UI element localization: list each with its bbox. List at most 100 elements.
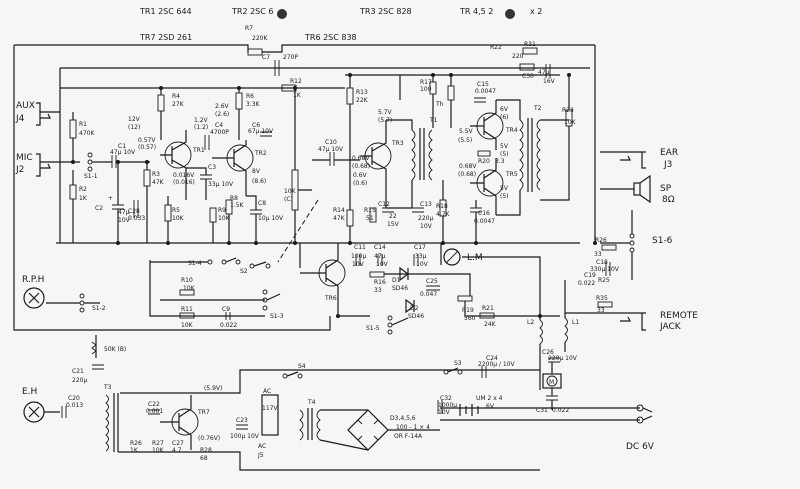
- r22-value: 220: [512, 53, 524, 60]
- switch-s1-5[interactable]: S1-5: [366, 315, 409, 335]
- r17-value: 100: [420, 86, 432, 93]
- c30-value: 47μ: [538, 69, 550, 76]
- v057-label: 0.57V: [138, 137, 156, 144]
- r16-resistor: [369, 271, 385, 278]
- transistor-tr7: TR7: [160, 395, 210, 450]
- r35-label: R35: [596, 295, 608, 302]
- switch-s1-6[interactable]: S1-6: [600, 210, 673, 280]
- switch-s2[interactable]: S2: [240, 261, 271, 275]
- r26-label: R26: [595, 237, 607, 244]
- header-tr1: TR1 2SC 644: [139, 7, 192, 16]
- c18-value: 330μ 10V: [590, 266, 620, 273]
- diode-d2: [405, 298, 415, 314]
- switch-s3[interactable]: S3: [443, 360, 463, 375]
- s1-3-label: S1-3: [270, 313, 284, 320]
- r3-value: 47K: [152, 179, 165, 186]
- rph-jack: R.P.H: [22, 275, 45, 309]
- c32-value: 1000μ: [438, 402, 457, 409]
- d1-label: D1: [392, 277, 401, 284]
- c22-value: 0.001: [146, 408, 163, 415]
- tr4-label: TR4: [505, 127, 518, 134]
- r2-value: 1K: [79, 195, 88, 202]
- ear-label: EAR: [660, 148, 678, 158]
- r4-value: 27K: [172, 101, 185, 108]
- c6-label: C6: [252, 122, 260, 129]
- transistor-tr6: TR6: [300, 252, 346, 302]
- c16-label: C16: [478, 210, 490, 217]
- v5-label: 5V: [500, 185, 509, 192]
- header-tr45: TR 4,5 2: [459, 7, 493, 16]
- r6-label: R6: [246, 93, 254, 100]
- s1-1-label: S1-1: [84, 173, 98, 180]
- c31-value: 0.022: [552, 407, 569, 414]
- c17-capacitor: [413, 254, 419, 266]
- junction-dots: [71, 73, 597, 318]
- c22-capacitor: [148, 409, 160, 415]
- aux-label: AUX: [16, 101, 35, 111]
- c10-label: C10: [325, 139, 337, 146]
- transformer-t2: T2: [519, 105, 542, 192]
- c2-value: 47μ: [118, 209, 130, 216]
- v8-label: 8V: [252, 168, 261, 175]
- c30-value2: 16V: [543, 78, 556, 85]
- c32-value2: 10V: [438, 409, 451, 416]
- c14-value: 47μ: [374, 253, 386, 260]
- v26-paren: (2.6): [215, 111, 229, 118]
- transistor-tr3: TR3: [360, 120, 404, 208]
- switch-s1-3[interactable]: S1-3: [262, 289, 284, 320]
- v8-paren: (8.6): [252, 178, 266, 185]
- c21-value: 220μ: [72, 377, 87, 384]
- header-x2: x 2: [530, 7, 542, 16]
- v59-label: (5.9V): [204, 385, 222, 392]
- r15-value: 51: [366, 215, 374, 222]
- outer-ground-loop: [13, 45, 331, 331]
- tr6-label: TR6: [324, 295, 337, 302]
- c22-label: C22: [148, 401, 160, 408]
- r11-resistor: [179, 312, 195, 319]
- r10-value: 10K: [183, 285, 196, 292]
- battery-label: UM 2 x 4: [476, 395, 503, 402]
- r5-resistor: [164, 204, 172, 222]
- c14-label: C14: [374, 244, 386, 251]
- s3-label: S3: [454, 360, 462, 367]
- r26-resistor: [601, 244, 617, 251]
- transformer-t1: T1: [411, 117, 438, 181]
- r9-value: 10K: [218, 215, 231, 222]
- r3-resistor: [143, 169, 151, 187]
- c13-value: 220μ: [418, 215, 433, 222]
- r5-label: R5: [172, 207, 180, 214]
- switch-s1-2[interactable]: S1-2: [46, 293, 106, 313]
- remote-jack: REMOTE JACK: [600, 311, 698, 332]
- switch-s1-4[interactable]: S1-4: [150, 257, 241, 267]
- c6-capacitor: [260, 131, 272, 137]
- r6-value: 3.3K: [246, 101, 261, 108]
- switch-s1-1[interactable]: S1-1: [84, 152, 105, 180]
- r18-label: R18: [436, 203, 448, 210]
- t4-label: T4: [307, 399, 316, 406]
- d2-value: SD46: [408, 313, 424, 320]
- vr10k-c: (C): [284, 196, 293, 203]
- r23-label: R23: [562, 107, 574, 114]
- c32-label: C32: [440, 395, 452, 402]
- v068c-paren: (0.68): [458, 171, 476, 178]
- switch-s14-bus: [149, 260, 265, 317]
- mic-j2-jack: MIC J2: [15, 153, 80, 177]
- c28-value: 0.033: [128, 215, 145, 222]
- c10-capacitor: [329, 152, 335, 166]
- c7-label: C7: [262, 54, 270, 61]
- aux-j4-jack: AUX J4: [15, 101, 60, 126]
- r20-resistor: [477, 150, 491, 157]
- c13-label: C13: [420, 201, 432, 208]
- r22-resistor: [519, 63, 535, 71]
- transistor-tr1: TR1: [160, 130, 205, 200]
- v129-paren: (1.2): [194, 124, 208, 131]
- r2-label: R2: [79, 186, 87, 193]
- j3-label: J3: [663, 160, 672, 170]
- switch-s4[interactable]: S4: [282, 363, 306, 379]
- c4-capacitor: [204, 135, 210, 150]
- top-feedback-line: [14, 44, 595, 53]
- s1-4-label: S1-4: [188, 260, 202, 267]
- transistor-tr2: TR2: [212, 140, 267, 196]
- balance-pot-50k[interactable]: [91, 341, 97, 355]
- r9-label: R9: [218, 207, 226, 214]
